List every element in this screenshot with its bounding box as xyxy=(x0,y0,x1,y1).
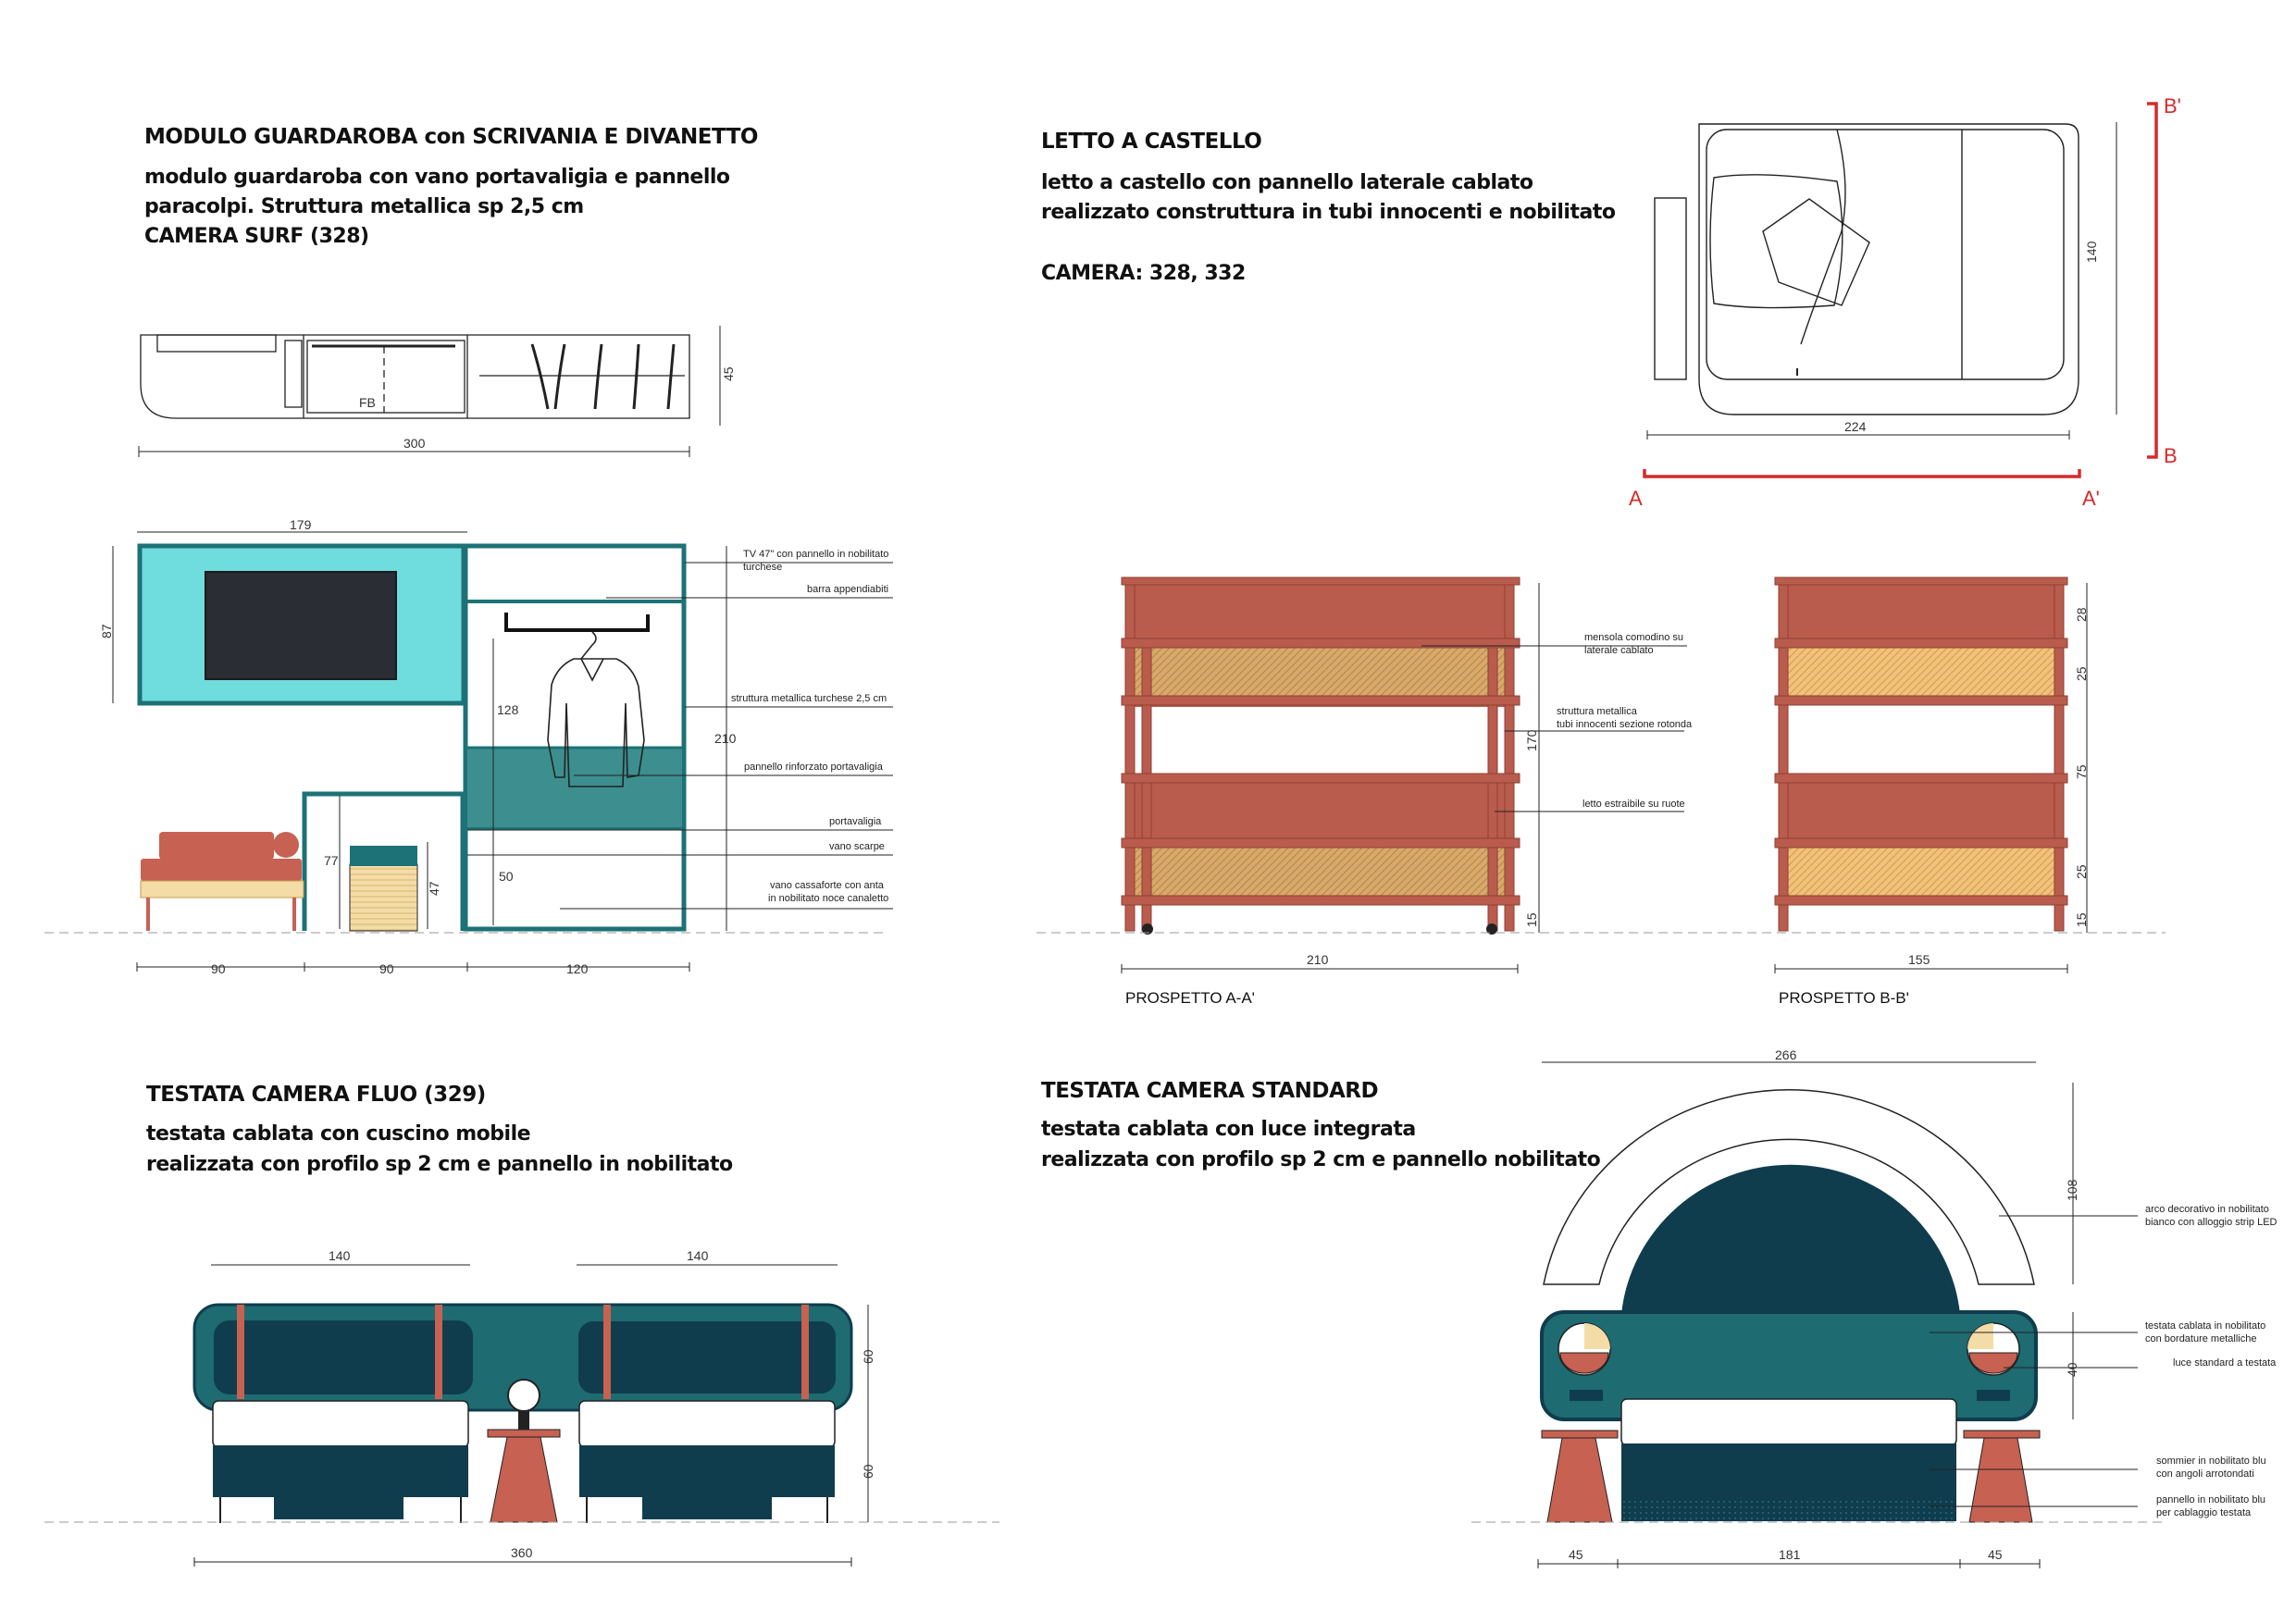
note-bar: barra appendiabiti xyxy=(807,584,888,595)
dim-140-plan: 140 xyxy=(2084,241,2099,263)
standard-desc-2: realizzata con profilo sp 2 cm e pannell… xyxy=(1041,1148,1601,1171)
dim-87: 87 xyxy=(99,624,114,638)
note-tv: TV 47" con pannello in nobilitato xyxy=(743,549,888,560)
dim-15-a: 15 xyxy=(1524,912,1539,927)
dim-25-bot: 25 xyxy=(2074,864,2089,879)
dim-120: 120 xyxy=(566,961,589,976)
fluo-headboard xyxy=(44,1264,999,1567)
dim-266: 266 xyxy=(1775,1047,1797,1062)
note-panel: pannello rinforzato portavaligia xyxy=(744,762,884,773)
dim-fluo-60b: 60 xyxy=(861,1464,875,1479)
dim-128: 128 xyxy=(497,702,519,717)
note-arc-2: bianco con alloggio strip LED xyxy=(2145,1217,2277,1228)
note-shelf: mensola comodino su xyxy=(1584,632,1683,643)
dim-fluo-140a: 140 xyxy=(329,1248,351,1263)
wardrobe-desc-3: CAMERA SURF (328) xyxy=(144,225,369,248)
fluo-title: TESTATA CAMERA FLUO (329) xyxy=(146,1083,486,1107)
lamp-left-icon xyxy=(1558,1322,1611,1401)
note-structure: struttura metallica turchese 2,5 cm xyxy=(731,693,887,704)
bunk-elevation-b xyxy=(1774,576,2088,973)
bunk-plan xyxy=(1646,122,2117,440)
dim-108: 108 xyxy=(2065,1179,2079,1201)
dim-fluo-360: 360 xyxy=(511,1545,533,1560)
note-shoes: vano scarpe xyxy=(829,841,885,852)
label-prospetto-a: PROSPETTO A-A' xyxy=(1125,989,1255,1007)
bunk-desc-2: realizzato construttura in tubi innocent… xyxy=(1041,201,1616,224)
dim-170: 170 xyxy=(1524,729,1539,751)
note-safe-2: in nobilitato noce canaletto xyxy=(768,893,888,904)
tv-screen xyxy=(205,571,397,680)
note-tubes-2: tubi innocenti sezione rotonda xyxy=(1557,719,1693,730)
note-blue-panel-2: per cablaggio testata xyxy=(2156,1507,2252,1518)
mark-a: A xyxy=(1629,487,1643,510)
plan-width-dim: 300 xyxy=(403,436,426,451)
wardrobe-plan xyxy=(138,326,721,457)
dim-155: 155 xyxy=(1908,952,1930,967)
note-light: luce standard a testata xyxy=(2173,1357,2277,1369)
dim-28: 28 xyxy=(2074,607,2089,622)
dim-fluo-60a: 60 xyxy=(861,1349,875,1364)
note-sommier-2: con angoli arrotondati xyxy=(2156,1468,2254,1480)
note-head-2: con bordature metalliche xyxy=(2145,1333,2256,1344)
dim-40: 40 xyxy=(2065,1362,2079,1377)
wardrobe-desc-1: modulo guardaroba con vano portavaligia … xyxy=(144,166,730,189)
label-prospetto-b: PROSPETTO B-B' xyxy=(1779,989,1909,1007)
dim-224: 224 xyxy=(1844,419,1867,434)
dim-179: 179 xyxy=(290,517,312,532)
note-tubes: struttura metallica xyxy=(1557,706,1638,717)
dim-210: 210 xyxy=(714,731,737,746)
mark-a-prime: A' xyxy=(2082,487,2100,510)
plan-depth-dim: 45 xyxy=(721,366,736,381)
dim-45b: 45 xyxy=(1988,1547,2003,1562)
wardrobe-elevation xyxy=(44,531,893,972)
dim-fluo-140b: 140 xyxy=(687,1248,709,1263)
note-safe: vano cassaforte con anta xyxy=(770,880,885,891)
shirt-icon xyxy=(547,631,645,787)
dim-210-a: 210 xyxy=(1307,952,1329,967)
bunk-title: LETTO A CASTELLO xyxy=(1041,130,1262,154)
fluo-desc-1: testata cablata con cuscino mobile xyxy=(146,1122,531,1146)
note-blue-panel: pannello in nobilitato blu xyxy=(2156,1494,2265,1505)
note-tv-2: turchese xyxy=(743,562,782,573)
dim-50: 50 xyxy=(499,869,514,884)
dim-75: 75 xyxy=(2074,764,2089,779)
dim-25-top: 25 xyxy=(2074,666,2089,681)
wardrobe-title: MODULO GUARDAROBA con SCRIVANIA E DIVANE… xyxy=(144,125,758,149)
mark-b-prime: B' xyxy=(2164,94,2181,118)
dim-90a: 90 xyxy=(211,961,226,976)
standard-headboard xyxy=(1471,1061,2166,1568)
bunk-desc-3: CAMERA: 328, 332 xyxy=(1041,262,1246,285)
standard-desc-1: testata cablata con luce integrata xyxy=(1041,1118,1416,1141)
wardrobe-desc-2: paracolpi. Struttura metallica sp 2,5 cm xyxy=(144,195,584,218)
bunk-elevation-a xyxy=(1121,576,1687,973)
bunk-desc-1: letto a castello con pannello laterale c… xyxy=(1041,171,1533,194)
fb-label: FB xyxy=(359,395,376,410)
mark-b: B xyxy=(2164,444,2178,467)
note-luggage: portavaligia xyxy=(829,816,882,827)
section-markers xyxy=(1643,102,2158,478)
fluo-desc-2: realizzata con profilo sp 2 cm e pannell… xyxy=(146,1153,733,1176)
dim-181: 181 xyxy=(1779,1547,1801,1562)
standard-title: TESTATA CAMERA STANDARD xyxy=(1041,1079,1379,1103)
dim-45a: 45 xyxy=(1569,1547,1583,1562)
dim-90b: 90 xyxy=(379,961,394,976)
dim-77: 77 xyxy=(324,853,339,868)
note-arc: arco decorativo in nobilitato xyxy=(2145,1204,2269,1215)
dim-15-b: 15 xyxy=(2074,912,2089,927)
note-shelf-2: laterale cablato xyxy=(1584,645,1654,656)
note-trundle: letto estraibile su ruote xyxy=(1582,799,1685,810)
note-sommier: sommier in nobilitato blu xyxy=(2156,1456,2266,1467)
dim-47: 47 xyxy=(427,881,441,896)
note-head: testata cablata in nobilitato xyxy=(2145,1320,2265,1332)
